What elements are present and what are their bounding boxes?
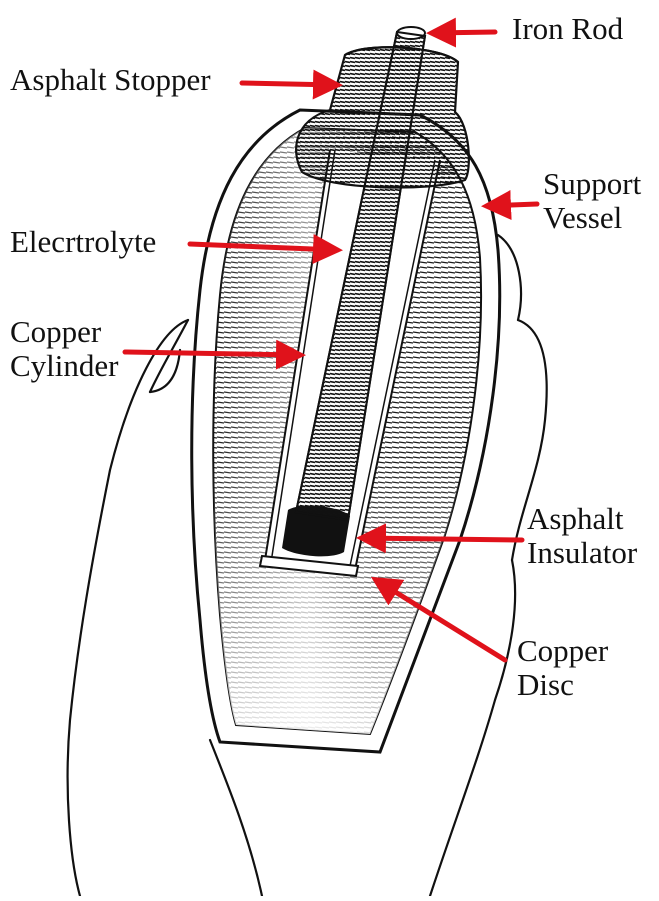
label-support-vessel-line-1: Support	[543, 167, 641, 201]
label-copper-disc-line-1: Copper	[517, 634, 608, 668]
label-asphalt-stopper-text: Asphalt Stopper	[10, 63, 211, 97]
arrow-iron-rod	[432, 32, 495, 33]
label-copper-cylinder: Copper Cylinder	[10, 315, 119, 383]
label-electrolyte-text: Elecrtrolyte	[10, 225, 156, 259]
arrow-asphalt-stopper	[242, 83, 337, 85]
asphalt-stopper	[296, 47, 469, 187]
label-support-vessel-line-2: Vessel	[543, 201, 641, 235]
label-copper-disc-line-2: Disc	[517, 668, 608, 702]
label-support-vessel: Support Vessel	[543, 167, 641, 235]
label-asphalt-insulator-line-1: Asphalt	[527, 502, 637, 536]
label-iron-rod-text: Iron Rod	[512, 12, 623, 46]
label-asphalt-insulator-line-2: Insulator	[527, 536, 637, 570]
label-iron-rod: Iron Rod	[512, 12, 623, 46]
label-electrolyte: Elecrtrolyte	[10, 225, 156, 259]
label-asphalt-stopper: Asphalt Stopper	[10, 63, 211, 97]
label-copper-disc: Copper Disc	[517, 634, 608, 702]
arrow-copper-cylinder	[125, 352, 300, 355]
label-asphalt-insulator: Asphalt Insulator	[527, 502, 637, 570]
arrow-support-vessel	[487, 204, 537, 206]
label-copper-cylinder-line-1: Copper	[10, 315, 119, 349]
arrow-asphalt-insulator	[362, 538, 522, 540]
label-copper-cylinder-line-2: Cylinder	[10, 349, 119, 383]
